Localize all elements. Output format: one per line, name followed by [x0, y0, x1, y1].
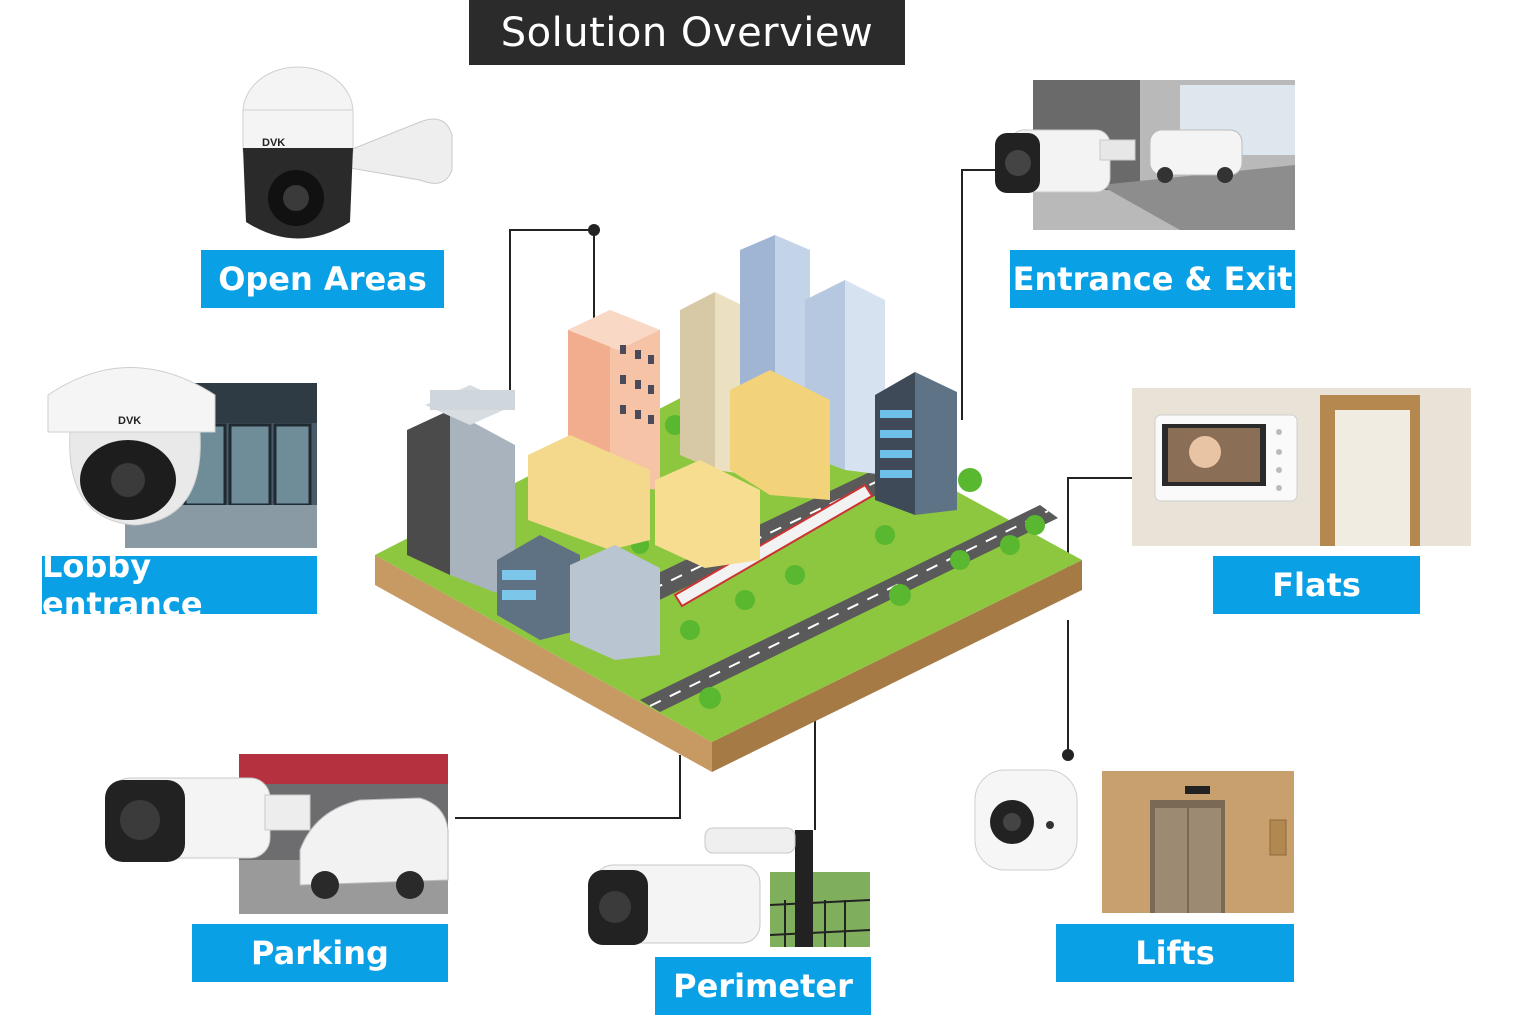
bullet-camera-parking-image — [105, 777, 311, 862]
label-perimeter: Perimeter — [655, 957, 871, 1015]
label-lobby-entrance: Lobby entrance — [42, 547, 317, 623]
label-entrance-exit-text: Entrance & Exit — [1012, 260, 1293, 298]
label-parking: Parking — [192, 924, 448, 982]
connector-flats — [1067, 477, 1135, 580]
label-open-areas-text: Open Areas — [218, 260, 427, 298]
label-lifts-text: Lifts — [1135, 934, 1215, 972]
connector-entrance-exit — [961, 169, 1000, 420]
page-title: Solution Overview — [500, 9, 874, 56]
label-parking-text: Parking — [251, 934, 389, 972]
connector-dot-open-areas — [588, 224, 600, 236]
parking-photo — [239, 754, 449, 914]
label-lifts: Lifts — [1056, 924, 1294, 982]
label-lobby-entrance-text: Lobby entrance — [42, 547, 203, 623]
brand-mark: DVK — [262, 137, 285, 149]
ptz-camera-image: DVK — [242, 66, 453, 239]
connector-lines — [455, 169, 1135, 830]
label-open-areas: Open Areas — [201, 250, 444, 308]
connector-open-areas — [509, 229, 595, 395]
lifts-photo — [1102, 771, 1294, 913]
label-perimeter-text: Perimeter — [673, 967, 853, 1005]
mini-camera-image — [974, 769, 1078, 871]
bullet-camera-entrance-image — [995, 129, 1136, 193]
label-flats: Flats — [1213, 556, 1420, 614]
bullet-camera-perimeter-image — [588, 827, 796, 945]
flats-photo — [1132, 388, 1471, 546]
title-banner: Solution Overview — [469, 0, 905, 65]
connector-parking — [455, 755, 681, 819]
city-illustration — [375, 235, 1082, 772]
label-flats-text: Flats — [1272, 566, 1361, 604]
perimeter-photo — [769, 830, 871, 947]
label-entrance-exit: Entrance & Exit — [1010, 250, 1295, 308]
connector-dot-lifts — [1062, 749, 1074, 761]
svg-text:DVK: DVK — [118, 415, 141, 427]
dome-camera-image: DVK — [47, 367, 216, 526]
